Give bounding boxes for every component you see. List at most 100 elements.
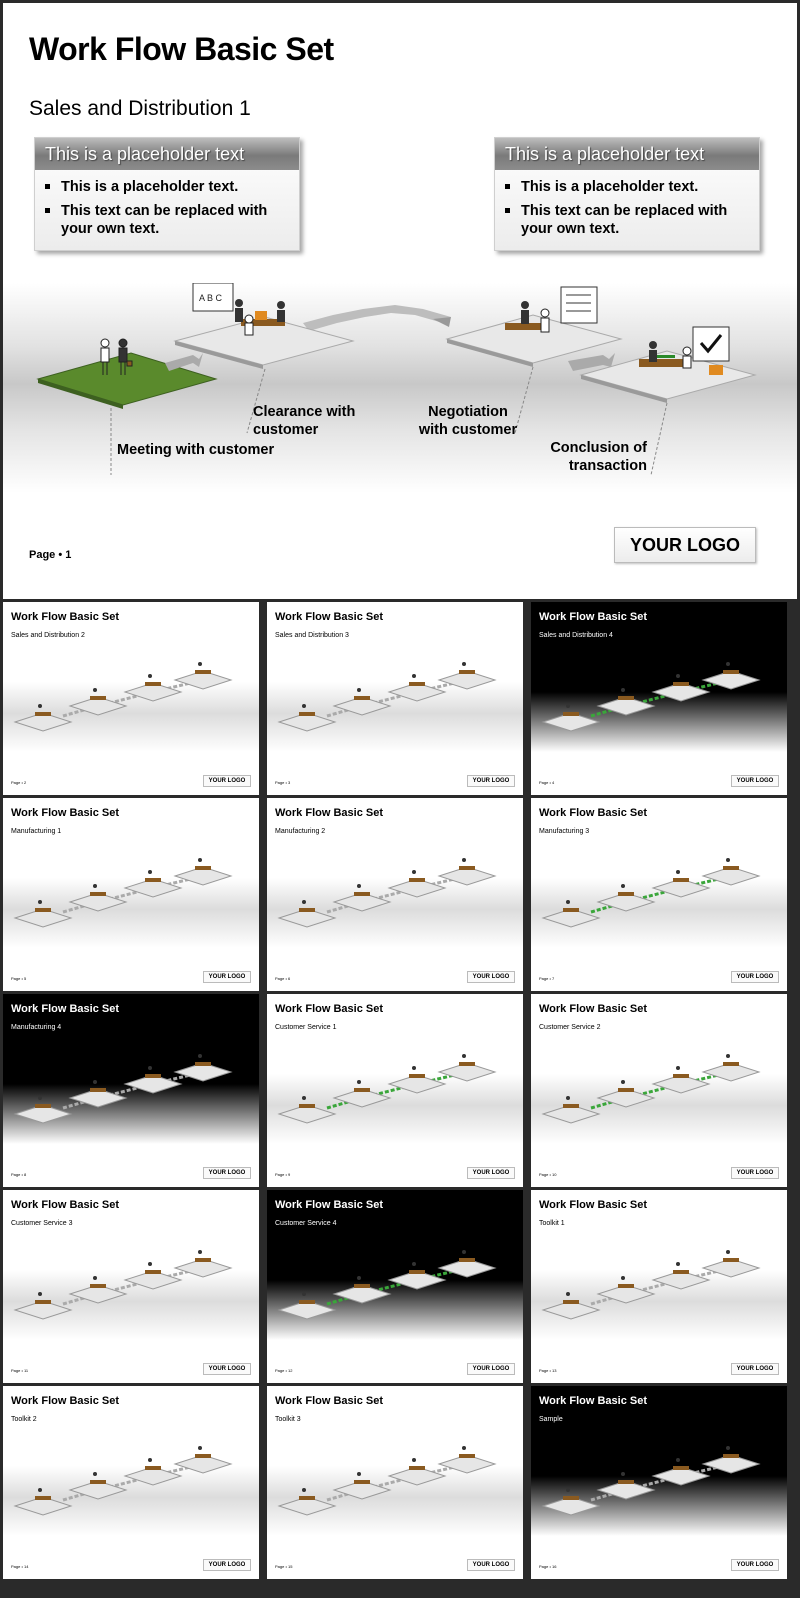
person-icon	[93, 688, 97, 692]
placeholder-box-left: This is a placeholder text This is a pla…	[34, 137, 300, 251]
person-icon	[38, 1096, 42, 1100]
person-icon	[566, 704, 570, 708]
thumbnail-page-number: Page • 12	[275, 1368, 292, 1373]
person-icon	[621, 688, 625, 692]
thumbnail-title: Work Flow Basic Set	[539, 1003, 647, 1015]
placeholder-bullet: This text can be replaced with your own …	[45, 202, 289, 238]
person-icon	[302, 1096, 306, 1100]
workflow-thumbnail-illustration	[531, 602, 787, 795]
workflow-thumbnail-illustration	[3, 1190, 259, 1383]
person-icon	[148, 674, 152, 678]
svg-text:A B C: A B C	[199, 293, 223, 303]
flow-label-clearance: Clearance with customer	[253, 403, 363, 439]
desk-icon	[459, 1454, 475, 1458]
desk-icon	[35, 712, 51, 716]
desk-icon	[723, 670, 739, 674]
person-icon	[38, 1292, 42, 1296]
thumbnail-subtitle: Manufacturing 2	[275, 828, 325, 835]
desk-icon	[459, 1062, 475, 1066]
desk-icon	[90, 1284, 106, 1288]
desk-icon	[195, 670, 211, 674]
desk-icon	[673, 682, 689, 686]
desk-icon	[299, 1496, 315, 1500]
workflow-thumbnail-illustration	[3, 602, 259, 795]
placeholder-box-header: This is a placeholder text	[495, 138, 759, 170]
desk-icon	[145, 1466, 161, 1470]
slide-title: Work Flow Basic Set	[29, 31, 334, 68]
desk-icon	[459, 866, 475, 870]
workflow-thumbnail-illustration	[3, 994, 259, 1187]
desk-icon	[409, 878, 425, 882]
person-icon	[676, 674, 680, 678]
desk-icon	[563, 1300, 579, 1304]
placeholder-box-right: This is a placeholder text This is a pla…	[494, 137, 760, 251]
thumbnail-title: Work Flow Basic Set	[275, 1003, 383, 1015]
thumbnail-logo-placeholder: YOUR LOGO	[467, 1167, 515, 1179]
thumbnail-page-number: Page • 8	[11, 1172, 26, 1177]
main-slide[interactable]: Work Flow Basic Set Sales and Distributi…	[3, 3, 797, 599]
thumbnail-logo-placeholder: YOUR LOGO	[731, 1167, 779, 1179]
person-icon	[148, 1066, 152, 1070]
desk-icon	[618, 1284, 634, 1288]
thumbnail-page-number: Page • 2	[11, 780, 26, 785]
thumbnail-title: Work Flow Basic Set	[275, 807, 383, 819]
desk-icon	[409, 1270, 425, 1274]
workflow-thumbnail-illustration	[267, 798, 523, 991]
desk-icon	[459, 670, 475, 674]
thumbnail-logo-placeholder: YOUR LOGO	[203, 1167, 251, 1179]
desk-icon	[90, 1088, 106, 1092]
thumbnail-page-number: Page • 11	[11, 1368, 28, 1373]
desk-icon	[723, 866, 739, 870]
workflow-thumbnail-illustration	[267, 994, 523, 1187]
thumbnail-title: Work Flow Basic Set	[539, 807, 647, 819]
thumbnail-title: Work Flow Basic Set	[275, 611, 383, 623]
checkmark-board-icon	[693, 327, 729, 361]
desk-icon	[354, 1284, 370, 1288]
thumbnail-page-number: Page • 3	[275, 780, 290, 785]
desk-icon	[618, 892, 634, 896]
logo-placeholder: YOUR LOGO	[614, 527, 756, 563]
thumbnail-subtitle: Toolkit 3	[275, 1416, 301, 1423]
desk-icon	[409, 682, 425, 686]
person-icon	[357, 688, 361, 692]
desk-icon	[673, 1074, 689, 1078]
thumbnail-subtitle: Customer Service 1	[275, 1024, 336, 1031]
slide-subtitle: Sales and Distribution 1	[29, 97, 251, 121]
workflow-thumbnail-illustration	[267, 1386, 523, 1579]
desk-icon	[618, 1480, 634, 1484]
thumbnail-subtitle: Sales and Distribution 2	[11, 632, 85, 639]
person-icon	[357, 1080, 361, 1084]
workflow-thumbnail-illustration	[531, 994, 787, 1187]
person-icon	[302, 900, 306, 904]
thumbnail-logo-placeholder: YOUR LOGO	[467, 971, 515, 983]
person-icon	[412, 1066, 416, 1070]
workflow-thumbnail-illustration	[531, 1190, 787, 1383]
desk-icon	[563, 1104, 579, 1108]
person-icon	[357, 1472, 361, 1476]
desk-icon	[673, 1466, 689, 1470]
person-icon	[198, 1446, 202, 1450]
workflow-thumbnail-illustration	[531, 1386, 787, 1579]
placeholder-bullet: This is a placeholder text.	[45, 178, 289, 196]
thumbnail-subtitle: Sales and Distribution 3	[275, 632, 349, 639]
workflow-thumbnail-illustration	[3, 798, 259, 991]
workflow-thumbnail-illustration	[267, 1190, 523, 1383]
placeholder-box-header: This is a placeholder text	[35, 138, 299, 170]
person-icon	[38, 900, 42, 904]
thumbnail-logo-placeholder: YOUR LOGO	[731, 775, 779, 787]
